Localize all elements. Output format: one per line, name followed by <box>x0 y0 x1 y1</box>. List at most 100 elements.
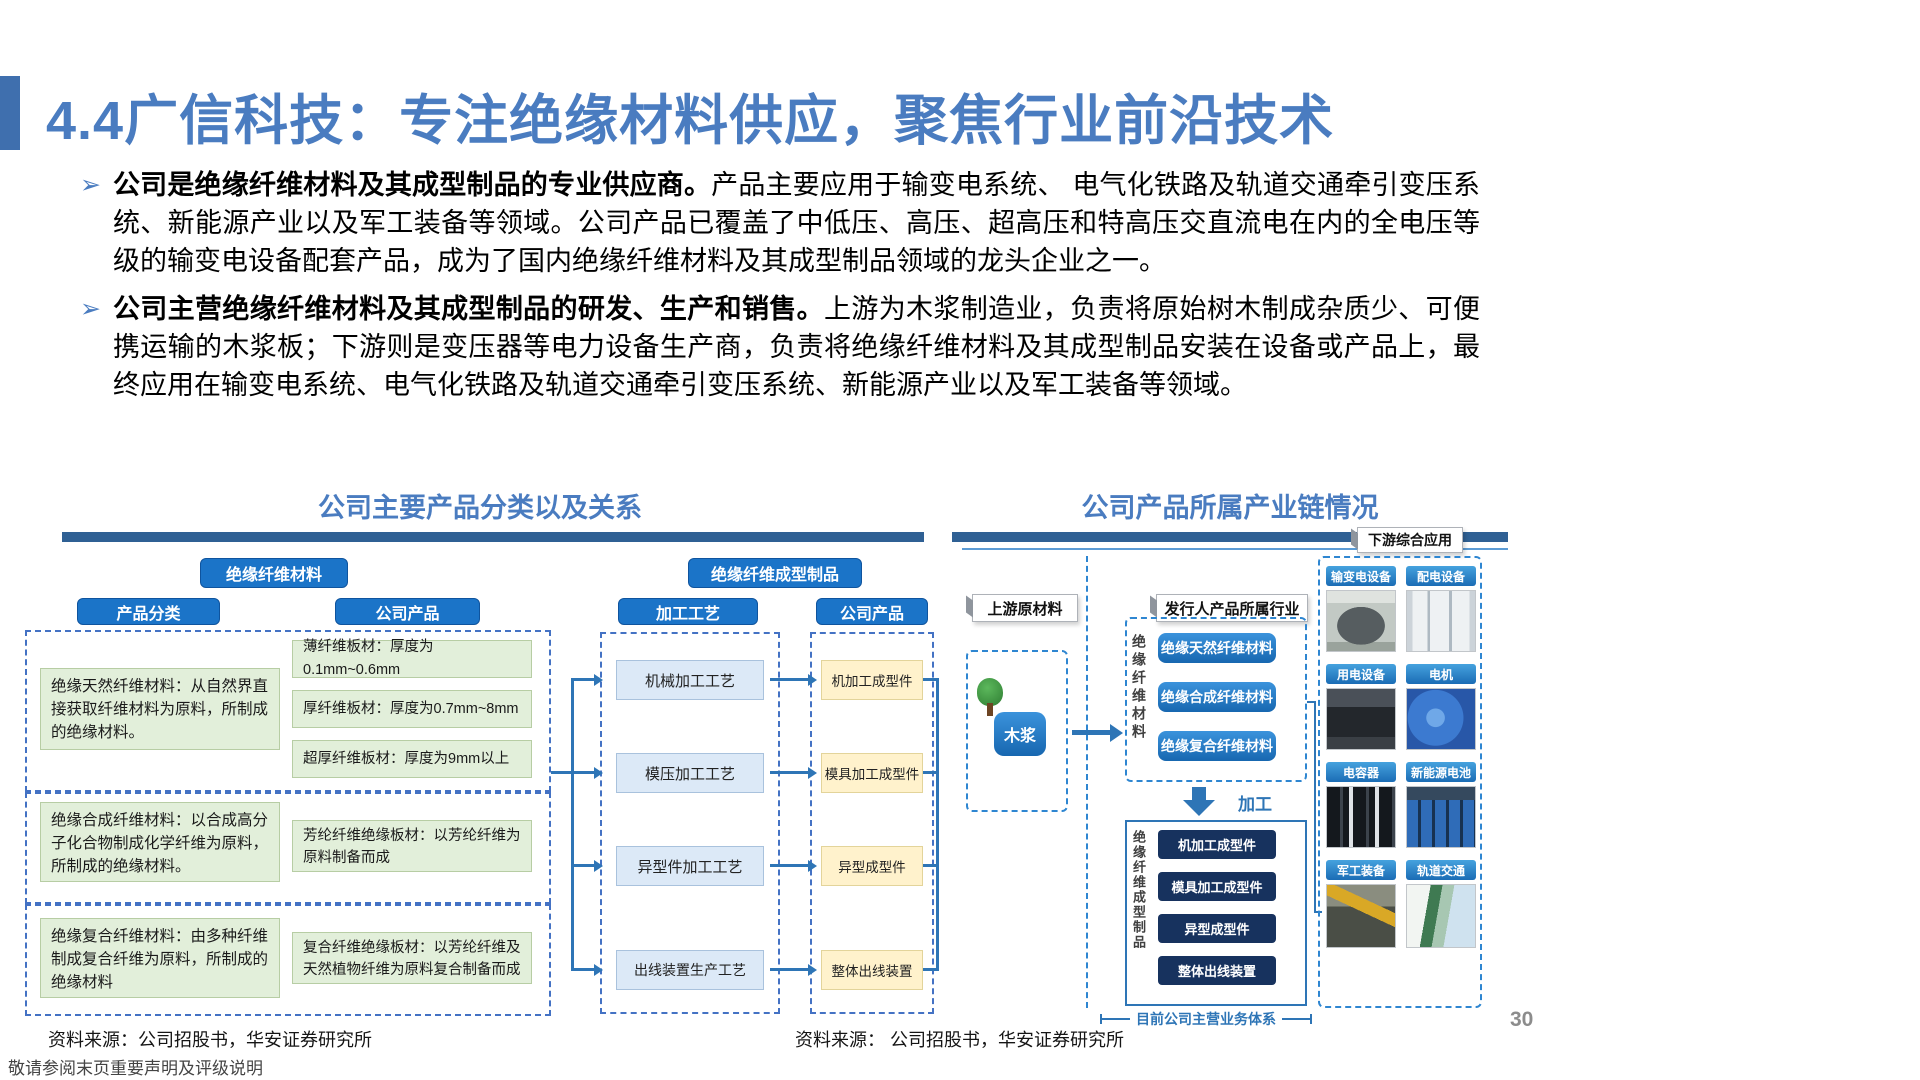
product-thick-board: 厚纤维板材：厚度为0.7mm~8mm <box>292 690 532 728</box>
page-number: 30 <box>1510 1008 1534 1031</box>
tree-icon <box>976 678 1004 722</box>
product-composite-board: 复合纤维绝缘板材：以芳纶纤维及天然植物纤维为原料复合制备而成 <box>292 932 532 984</box>
downstream-item-label: 新能源电池 <box>1406 762 1476 782</box>
bullet-text: 公司主营绝缘纤维材料及其成型制品的研发、生产和销售。上游为木浆制造业，负责将原始… <box>113 290 1480 404</box>
product-extra-thick-board: 超厚纤维板材：厚度为9mm以上 <box>292 740 532 778</box>
source-note-left: 资料来源：公司招股书，华安证券研究所 <box>48 1030 372 1050</box>
molded-item-lead-exit: 整体出线装置 <box>1158 956 1276 985</box>
arrow-down-icon <box>1183 787 1215 816</box>
synthetic-fiber-section-box <box>25 792 551 904</box>
fiber-material-group-box <box>1125 617 1307 782</box>
arrow-right-icon <box>770 678 808 681</box>
process-column-header: 加工工艺 <box>618 598 758 625</box>
product-machined-part: 机加工成型件 <box>821 660 923 700</box>
right-diagram-top-line <box>962 548 1508 550</box>
bullet-lead: 公司是绝缘纤维材料及其成型制品的专业供应商。 <box>112 170 712 200</box>
downstream-item-label: 电容器 <box>1326 762 1396 782</box>
left-diagram-title: 公司主要产品分类以及关系 <box>318 493 642 523</box>
upstream-separator-line <box>1086 556 1088 1008</box>
motor-photo <box>1406 688 1476 750</box>
downstream-item-label: 轨道交通 <box>1406 860 1476 880</box>
bullet-body: 上游为木浆制造业，负责将原始树木制成杂质少、可便携运输的木浆板；下游则是变压器等… <box>112 294 1481 400</box>
product-aramid-board: 芳纶纤维绝缘板材：以芳纶纤维为原料制备而成 <box>292 820 532 872</box>
product-molded-part: 模具加工成型件 <box>821 753 923 793</box>
process-column-box <box>600 632 780 1014</box>
arrow-right-icon <box>574 864 594 867</box>
natural-fiber-section-box <box>25 630 551 792</box>
connector-line <box>936 678 939 971</box>
composite-fiber-section-box <box>25 904 551 1016</box>
molded-item-machined: 机加工成型件 <box>1158 830 1276 859</box>
connector-line <box>1307 701 1316 703</box>
molded-item-special-shape: 异型成型件 <box>1158 914 1276 943</box>
molded-product-group-box <box>1125 820 1307 1006</box>
product-category-column-header: 产品分类 <box>77 598 220 625</box>
downstream-label: 下游综合应用 <box>1357 527 1463 553</box>
left-title-underline <box>62 532 924 542</box>
bullet-list: ➢ 公司是绝缘纤维材料及其成型制品的专业供应商。产品主要应用于输变电系统、 电气… <box>80 166 1480 414</box>
category-natural-fiber: 绝缘天然纤维材料：从自然界直接获取纤维材料为原料，所制成的绝缘材料。 <box>40 668 280 750</box>
product-column-box <box>810 632 934 1014</box>
downstream-item-label: 用电设备 <box>1326 664 1396 684</box>
fiber-item-natural: 绝缘天然纤维材料 <box>1158 633 1276 663</box>
upstream-box <box>966 650 1068 812</box>
bullet-lead: 公司主营绝缘纤维材料及其成型制品的研发、生产和销售。 <box>112 294 824 324</box>
fiber-item-composite: 绝缘复合纤维材料 <box>1158 731 1276 761</box>
main-business-bracket: 目前公司主营业务体系 <box>1100 1008 1312 1030</box>
connector-line <box>1314 701 1316 913</box>
fiber-item-synthetic: 绝缘合成纤维材料 <box>1158 682 1276 712</box>
arrow-right-icon <box>770 968 808 971</box>
molded-product-header: 绝缘纤维成型制品 <box>688 558 862 588</box>
upstream-label: 上游原材料 <box>972 594 1078 622</box>
source-note-right: 资料来源： 公司招股书，华安证券研究所 <box>795 1030 1124 1050</box>
process-lead-exit-device: 出线装置生产工艺 <box>616 950 764 990</box>
military-equipment-photo <box>1326 884 1396 948</box>
new-energy-battery-photo <box>1406 786 1476 848</box>
downstream-box <box>1318 556 1482 1008</box>
arrow-right-icon <box>574 968 594 971</box>
company-product-column-header: 公司产品 <box>335 598 480 625</box>
right-title-underline <box>952 532 1508 542</box>
arrow-right-icon <box>574 678 594 681</box>
arrow-right-icon <box>770 864 808 867</box>
process-machining: 机械加工工艺 <box>616 660 764 700</box>
process-special-shape: 异型件加工工艺 <box>616 846 764 886</box>
capacitor-photo <box>1326 786 1396 848</box>
molded-group-vertical-label: 绝缘纤维成型制品 <box>1131 830 1146 950</box>
rail-transit-photo <box>1406 884 1476 948</box>
power-distribution-photo <box>1406 590 1476 652</box>
arrow-right-icon <box>1072 730 1112 735</box>
processing-arrow-label: 加工 <box>1238 795 1272 814</box>
fiber-material-header: 绝缘纤维材料 <box>200 558 348 588</box>
bullet-body: 产品主要应用于输变电系统、 电气化铁路及轨道交通牵引变压系统、新能源产业以及军工… <box>112 170 1480 276</box>
connector-line <box>923 771 936 774</box>
downstream-item-label: 电机 <box>1406 664 1476 684</box>
page-title: 4.4广信科技：专注绝缘材料供应，聚焦行业前沿技术 <box>46 91 1335 151</box>
bullet-text: 公司是绝缘纤维材料及其成型制品的专业供应商。产品主要应用于输变电系统、 电气化铁… <box>113 166 1480 280</box>
product-lead-exit-assembly: 整体出线装置 <box>821 950 923 990</box>
process-molding: 模压加工工艺 <box>616 753 764 793</box>
connector-line <box>923 968 936 971</box>
connector-line <box>551 771 571 774</box>
right-diagram-title: 公司产品所属产业链情况 <box>1081 493 1379 523</box>
downstream-item-label: 输变电设备 <box>1326 566 1396 586</box>
molded-item-molded: 模具加工成型件 <box>1158 872 1276 901</box>
product-thin-board: 薄纤维板材：厚度为0.1mm~0.6mm <box>292 639 532 678</box>
arrow-right-icon <box>770 771 808 774</box>
category-composite-fiber: 绝缘复合纤维材料：由多种纤维制成复合纤维为原料，所制成的绝缘材料 <box>40 918 280 998</box>
connector-line <box>923 864 936 867</box>
product-special-shape-part: 异型成型件 <box>821 846 923 886</box>
bullet-item: ➢ 公司主营绝缘纤维材料及其成型制品的研发、生产和销售。上游为木浆制造业，负责将… <box>80 290 1480 404</box>
connector-line <box>571 678 574 971</box>
category-synthetic-fiber: 绝缘合成纤维材料：以合成高分子化合物制成化学纤维为原料，所制成的绝缘材料。 <box>40 802 280 882</box>
fiber-group-vertical-label: 绝缘纤维材料 <box>1131 634 1147 742</box>
disclaimer-note: 敬请参阅末页重要声明及评级说明 <box>8 1059 263 1078</box>
downstream-item-label: 配电设备 <box>1406 566 1476 586</box>
bullet-item: ➢ 公司是绝缘纤维材料及其成型制品的专业供应商。产品主要应用于输变电系统、 电气… <box>80 166 1480 280</box>
power-consumption-equipment-photo <box>1326 688 1396 750</box>
connector-line <box>923 678 936 681</box>
downstream-item-label: 军工装备 <box>1326 860 1396 880</box>
main-business-bracket-label: 目前公司主营业务体系 <box>1136 1011 1276 1027</box>
bullet-arrow-icon: ➢ <box>80 295 101 323</box>
